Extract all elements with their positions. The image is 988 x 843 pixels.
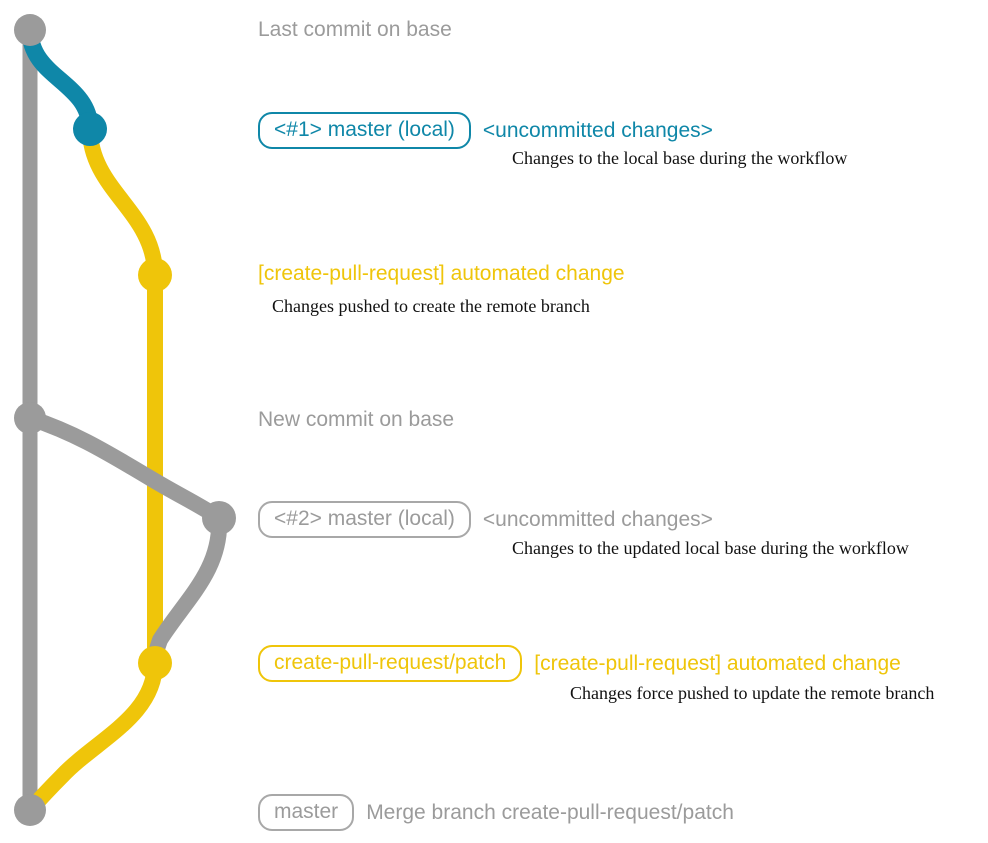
- note-local-1: Changes to the local base during the wor…: [512, 148, 848, 168]
- note-automated-change-1: Changes pushed to create the remote bran…: [272, 296, 590, 316]
- commit-node-local-1[interactable]: [73, 112, 107, 146]
- commit-node-merge[interactable]: [14, 794, 46, 826]
- row-automated-change-2: create-pull-request/patch [create-pull-r…: [258, 645, 901, 683]
- note-automated-change-2: Changes force pushed to update the remot…: [570, 683, 935, 703]
- commit-message-local-2: <uncommitted changes>: [482, 507, 713, 531]
- local-branch-line-2: [22, 410, 227, 526]
- commit-node-base-top[interactable]: [14, 14, 46, 46]
- branch-badge-master[interactable]: master: [258, 794, 355, 832]
- row-local-2: <#2> master (local) <uncommitted changes…: [258, 501, 713, 539]
- commit-message-new-commit-on-base: New commit on base: [258, 408, 455, 431]
- commit-node-patch-2[interactable]: [138, 646, 172, 680]
- note-local-2: Changes to the updated local base during…: [512, 538, 909, 558]
- row-merge-commit: master Merge branch create-pull-request/…: [258, 794, 734, 832]
- commit-node-patch-1[interactable]: [138, 258, 172, 292]
- commit-node-base-new[interactable]: [14, 402, 46, 434]
- commit-node-local-2[interactable]: [202, 501, 236, 535]
- branch-badge-local-1[interactable]: <#1> master (local): [258, 112, 471, 150]
- commit-message-automated-change-1: [create-pull-request] automated change: [258, 262, 625, 285]
- local-branch-line-1: [21, 21, 99, 138]
- commit-message-automated-change-2: [create-pull-request] automated change: [534, 651, 901, 675]
- branch-badge-local-2[interactable]: <#2> master (local): [258, 501, 471, 539]
- merge-line: [22, 655, 163, 818]
- commit-message-merge: Merge branch create-pull-request/patch: [366, 800, 734, 824]
- local-to-patch-line-2: [147, 510, 228, 671]
- row-local-1: <#1> master (local) <uncommitted changes…: [258, 112, 713, 150]
- patch-branch-line-1: [82, 121, 163, 283]
- branch-badge-patch[interactable]: create-pull-request/patch: [258, 645, 523, 683]
- commit-message-last-commit-on-base: Last commit on base: [258, 18, 452, 41]
- commit-message-local-1: <uncommitted changes>: [482, 118, 713, 142]
